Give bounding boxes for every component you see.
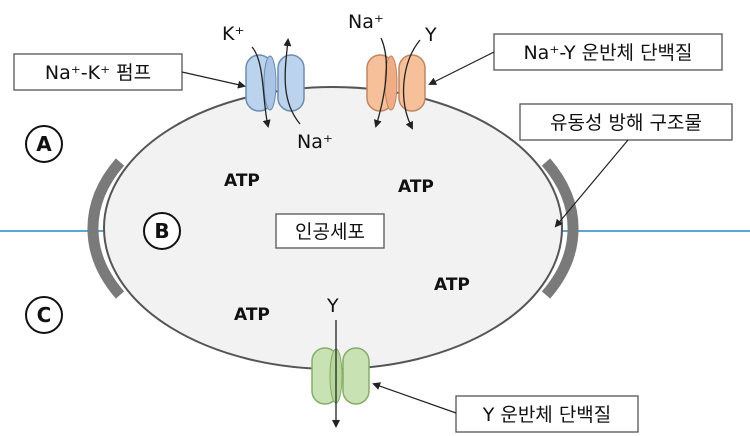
na-ion-label-bottom: Na⁺ [297,131,333,153]
region-c-label: C [37,303,52,327]
blocker-right [541,158,579,299]
na-k-pump [245,54,305,112]
na-ion-label-top: Na⁺ [348,11,384,33]
atp-label-3: ATP [434,275,470,295]
na-in-arrow [373,37,387,128]
symporter-callout-box [493,33,723,71]
pump-callout-label: Na⁺-K⁺ 펌프 [45,62,151,84]
symporter-leader [428,51,495,85]
y-ion-label-bottom: Y [326,295,339,317]
region-c-marker: C [25,296,63,334]
y-in-arrow [402,39,421,130]
symporter-callout-label: Na⁺-Y 운반체 단백질 [523,42,692,64]
blocker-leader [554,139,629,228]
cell-label-box [275,213,385,249]
blocker-left [87,158,125,299]
region-a-marker: A [25,125,63,163]
k-ion-label: K⁺ [222,23,245,45]
region-b-label: B [154,219,169,243]
atp-label-4: ATP [234,305,270,325]
atp-label-2: ATP [398,177,434,197]
cell-label: 인공세포 [295,221,365,243]
region-a-label: A [36,132,52,156]
y-ion-label-top: Y [424,24,437,46]
k-in-arrow [251,46,271,128]
y-carrier [311,347,370,405]
blocker-callout-label: 유동성 방해 구조물 [550,112,702,134]
pump-callout-box [13,53,183,91]
y-carrier-leader [372,382,457,414]
atp-label-1: ATP [224,171,260,191]
y-carrier-callout-box [455,395,639,433]
y-carrier-callout-label: Y 운반체 단백질 [482,404,612,426]
na-out-arrow [283,38,301,125]
pump-leader [181,71,246,89]
blocker-callout-box [519,103,733,141]
region-b-marker: B [143,212,181,250]
